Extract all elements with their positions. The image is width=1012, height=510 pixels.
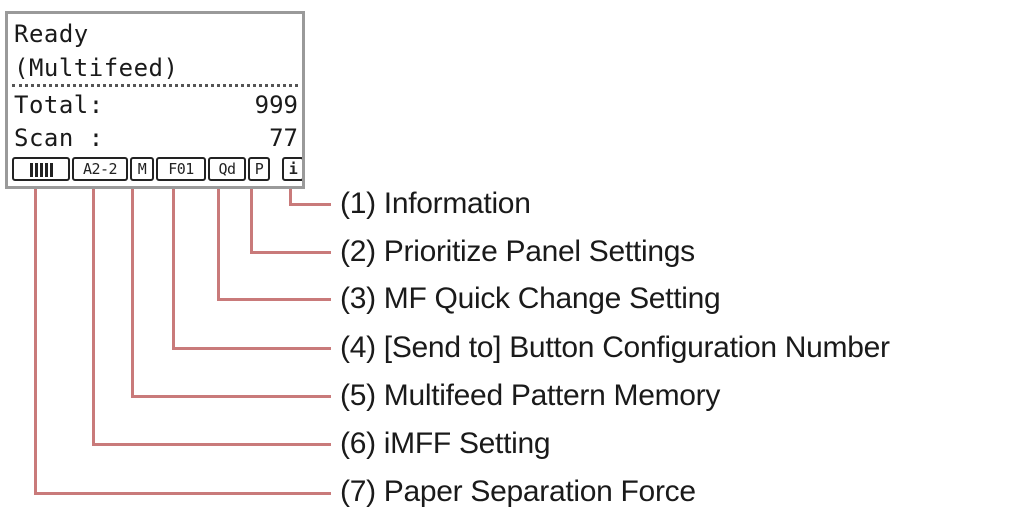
callout-multifeed-pattern-memory: (5) Multifeed Pattern Memory [340, 379, 721, 412]
imff-setting-indicator: A2-2 [72, 157, 128, 181]
multifeed-pattern-memory-indicator: M [130, 157, 154, 181]
leader-line-send-to-h [172, 347, 331, 350]
leader-line-prioritize [250, 189, 253, 253]
prioritize-panel-settings-indicator: P [248, 157, 270, 181]
callout-mf-quick-change-setting: (3) MF Quick Change Setting [340, 282, 721, 315]
leader-line-quick-change [217, 189, 220, 300]
callout-imff-setting: (6) iMFF Setting [340, 427, 551, 460]
leader-line-information [289, 189, 292, 205]
lcd-scan-value: 77 [269, 124, 298, 152]
mf-quick-change-indicator: Qd [208, 157, 246, 181]
lcd-mode-line: (Multifeed) [14, 54, 179, 82]
lcd-status-line: Ready [14, 20, 89, 48]
send-to-config-number-indicator: F01 [156, 157, 206, 181]
leader-line-separation-force [34, 189, 37, 494]
leader-line-imff [92, 189, 95, 445]
leader-line-mf-pattern-h [131, 395, 331, 398]
callout-paper-separation-force: (7) Paper Separation Force [340, 475, 696, 508]
paper-separation-force-icon [12, 157, 70, 181]
information-icon: i [282, 157, 302, 181]
leader-line-send-to [172, 189, 175, 349]
leader-line-imff-h [92, 443, 331, 446]
leader-line-separation-force-h [34, 492, 331, 495]
lcd-total-value: 999 [254, 91, 298, 119]
callout-send-to-config-number: (4) [Send to] Button Configuration Numbe… [340, 331, 890, 364]
lcd-separator [12, 84, 298, 87]
leader-line-mf-pattern [131, 189, 134, 397]
lcd-panel: Ready (Multifeed) Total: 999 Scan : 77 A… [5, 11, 305, 189]
lcd-total-label: Total: [14, 91, 104, 119]
leader-line-quick-change-h [217, 298, 331, 301]
leader-line-information-h [289, 203, 331, 206]
leader-line-prioritize-h [250, 251, 331, 254]
lcd-indicator-row: A2-2 M F01 Qd P i [12, 157, 302, 183]
callout-prioritize-panel-settings: (2) Prioritize Panel Settings [340, 235, 695, 268]
callout-information: (1) Information [340, 187, 531, 220]
lcd-scan-label: Scan : [14, 124, 104, 152]
